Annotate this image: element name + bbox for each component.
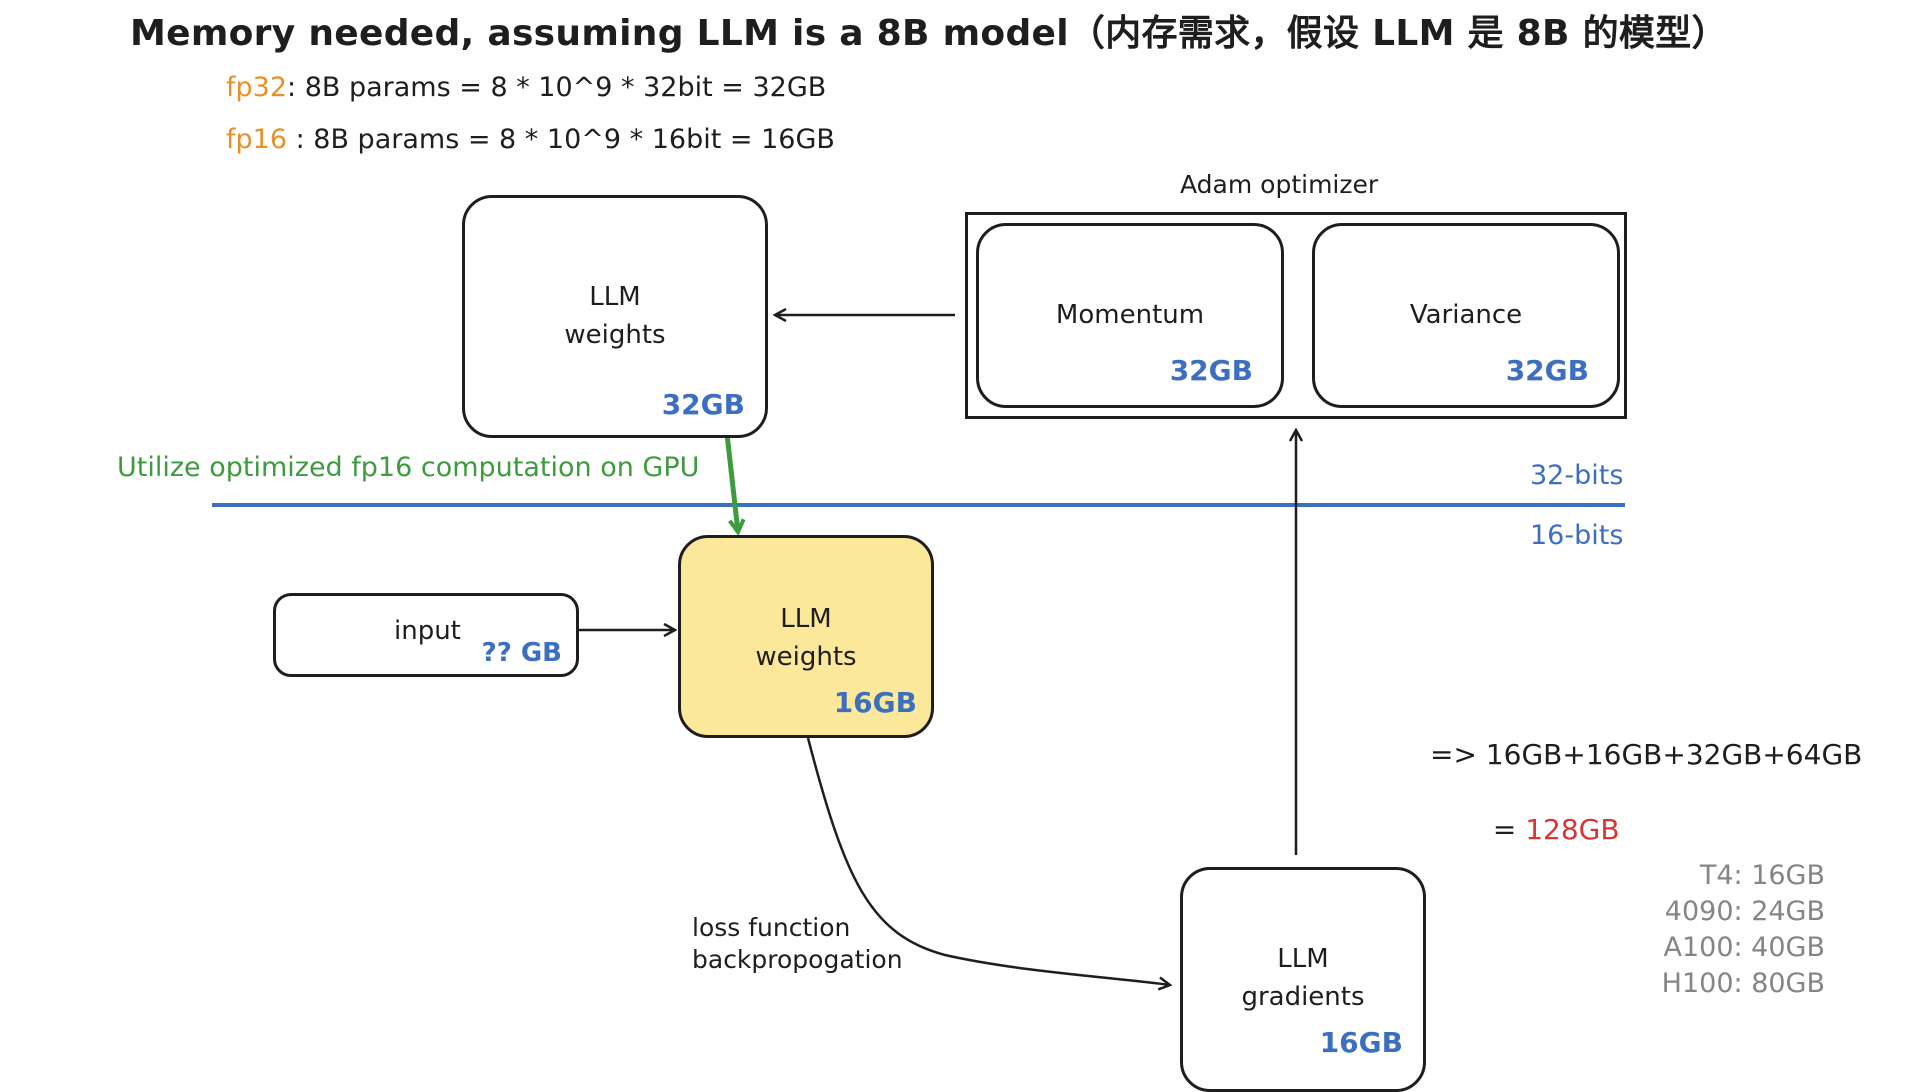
llm-weights-16-title: LLM weights bbox=[681, 600, 931, 676]
fp16-label: fp16 bbox=[226, 124, 288, 155]
gpu-item: A100: 40GB bbox=[1663, 932, 1826, 963]
total-sum-line: => 16GB+16GB+32GB+64GB bbox=[1430, 738, 1863, 771]
fp32-text: : 8B params = 8 * 10^9 * 32bit = 32GB bbox=[287, 72, 827, 103]
gpu-item: T4: 16GB bbox=[1699, 860, 1825, 891]
llm-gradients-line2: gradients bbox=[1241, 982, 1365, 1012]
llm-gradients-size: 16GB bbox=[1319, 1026, 1403, 1059]
momentum-size: 32GB bbox=[1169, 354, 1253, 387]
adam-optimizer-container: Momentum 32GB Variance 32GB bbox=[965, 212, 1627, 419]
fp32-label: fp32 bbox=[226, 72, 288, 103]
llm-weights-16-line2: weights bbox=[755, 642, 857, 672]
fp32-line: fp32: 8B params = 8 * 10^9 * 32bit = 32G… bbox=[226, 72, 826, 103]
llm-weights-32-line1: LLM bbox=[589, 282, 641, 312]
total-equals: = bbox=[1492, 813, 1526, 846]
variance-size: 32GB bbox=[1505, 354, 1589, 387]
llm-gradients-box: LLM gradients 16GB bbox=[1180, 867, 1426, 1092]
bits-16-label: 16-bits bbox=[1530, 520, 1624, 551]
llm-weights-32-size: 32GB bbox=[661, 388, 745, 421]
arrow-weights32-to-weights16 bbox=[723, 424, 746, 536]
variance-box: Variance 32GB bbox=[1312, 223, 1620, 408]
loss-function-line1: loss function bbox=[692, 913, 851, 942]
fp16-line: fp16 : 8B params = 8 * 10^9 * 16bit = 16… bbox=[226, 124, 835, 155]
llm-gradients-line1: LLM bbox=[1277, 944, 1329, 974]
total-result-line: = 128GB bbox=[1475, 780, 1620, 846]
llm-weights-32-line2: weights bbox=[564, 320, 666, 350]
input-name: input bbox=[394, 616, 461, 646]
llm-weights-16-line1: LLM bbox=[780, 604, 832, 634]
momentum-name: Momentum bbox=[1055, 300, 1205, 330]
total-value: 128GB bbox=[1525, 813, 1620, 846]
gpu-item: H100: 80GB bbox=[1661, 968, 1825, 999]
llm-weights-16-box: LLM weights 16GB bbox=[678, 535, 934, 738]
page-title: Memory needed, assuming LLM is a 8B mode… bbox=[130, 13, 1728, 54]
input-size: ?? GB bbox=[481, 638, 562, 668]
llm-weights-32-box: LLM weights 32GB bbox=[462, 195, 768, 438]
bits-32-label: 32-bits bbox=[1530, 460, 1624, 491]
loss-function-label: loss function backpropogation bbox=[692, 912, 903, 976]
arrow-weights16-to-gradients bbox=[806, 737, 1170, 985]
momentum-box: Momentum 32GB bbox=[976, 223, 1284, 408]
llm-weights-16-size: 16GB bbox=[833, 686, 917, 719]
gpu-item: 4090: 24GB bbox=[1664, 896, 1825, 927]
variance-name: Variance bbox=[1409, 300, 1523, 330]
llm-gradients-title: LLM gradients bbox=[1183, 940, 1423, 1016]
llm-weights-32-title: LLM weights bbox=[465, 278, 765, 354]
utilize-fp16-text: Utilize optimized fp16 computation on GP… bbox=[117, 452, 700, 483]
loss-function-line2: backpropogation bbox=[692, 945, 903, 974]
gpu-memory-list: T4: 16GB 4090: 24GB A100: 40GB H100: 80G… bbox=[1662, 858, 1825, 1002]
fp16-text: : 8B params = 8 * 10^9 * 16bit = 16GB bbox=[287, 124, 835, 155]
input-box: input ?? GB bbox=[273, 593, 579, 677]
adam-optimizer-label: Adam optimizer bbox=[1180, 170, 1379, 199]
